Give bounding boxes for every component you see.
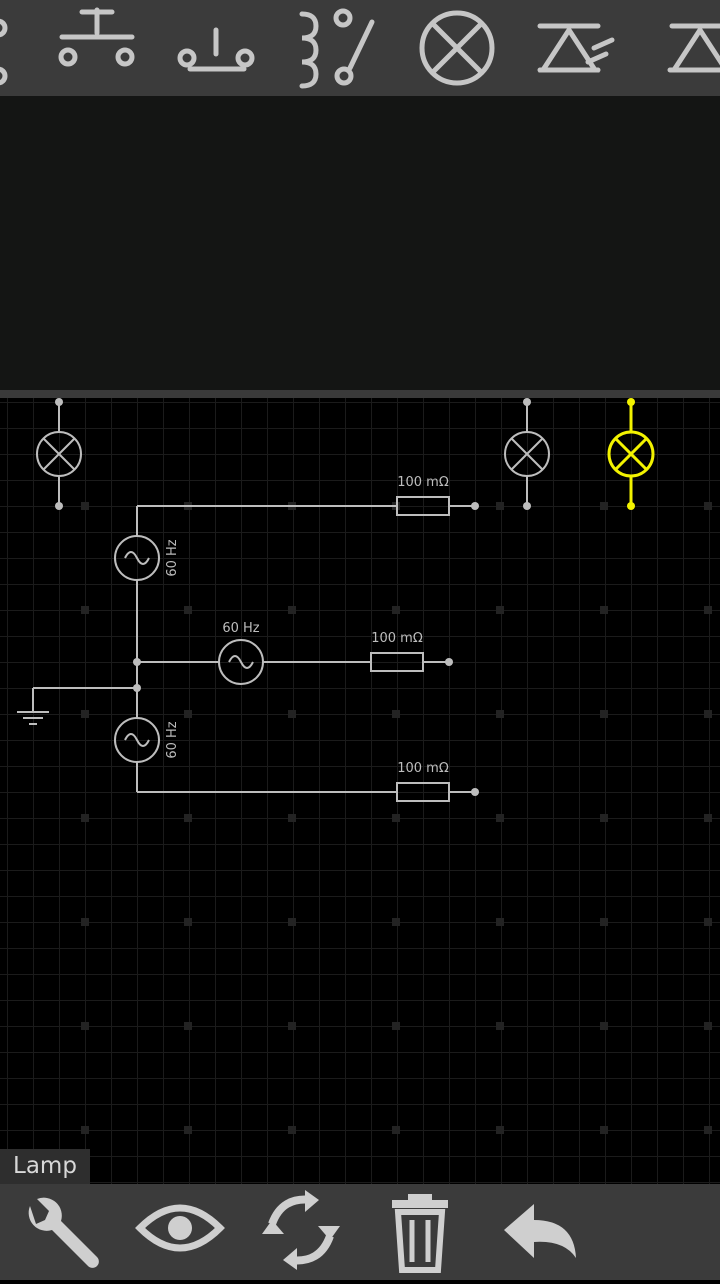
resistor-top[interactable]	[396, 496, 450, 516]
action-toolbar	[0, 1184, 720, 1280]
rotate-icon[interactable]	[262, 1190, 340, 1270]
wrench-icon[interactable]	[28, 1197, 99, 1268]
push-button-nc-icon[interactable]	[177, 27, 255, 72]
grid-dots	[81, 502, 712, 1134]
ac-source-top[interactable]	[114, 535, 160, 581]
push-button-partial-icon[interactable]	[0, 18, 8, 86]
lamp-selected[interactable]	[607, 398, 655, 510]
resistor-bottom-label: 100 mΩ	[397, 761, 449, 776]
diode-icon[interactable]	[667, 23, 720, 73]
ac-source-bottom[interactable]	[114, 717, 160, 763]
push-button-no-icon[interactable]	[58, 7, 135, 67]
eye-icon[interactable]	[135, 1204, 225, 1252]
ac-source-middle[interactable]	[218, 639, 264, 685]
resistor-middle[interactable]	[370, 652, 424, 672]
source-top-label: 60 Hz	[165, 539, 180, 576]
circuit-drawing: 100 mΩ 100 mΩ 100 mΩ 60 Hz 60 Hz 60 Hz	[17, 398, 712, 1134]
resistor-top-label: 100 mΩ	[397, 475, 449, 490]
toolbar-icons	[0, 7, 720, 89]
resistor-bottom[interactable]	[396, 782, 450, 802]
lamp-right[interactable]	[504, 398, 550, 510]
undo-icon[interactable]	[504, 1204, 576, 1258]
relay-icon[interactable]	[299, 8, 375, 89]
lamp-icon[interactable]	[419, 10, 495, 86]
circuit-canvas[interactable]: 100 mΩ 100 mΩ 100 mΩ 60 Hz 60 Hz 60 Hz	[0, 398, 720, 1184]
resistor-middle-label: 100 mΩ	[371, 631, 423, 646]
source-middle-label: 60 Hz	[222, 621, 259, 636]
mode-label: Lamp	[0, 1149, 90, 1184]
trash-icon[interactable]	[392, 1194, 448, 1273]
ground[interactable]	[17, 662, 141, 725]
wire-top-branch	[136, 502, 479, 536]
lamp-left[interactable]	[36, 398, 82, 510]
source-bottom-label: 60 Hz	[165, 721, 180, 758]
component-toolbar	[0, 0, 720, 97]
info-panel	[0, 96, 720, 398]
led-icon[interactable]	[537, 23, 615, 73]
action-icons	[28, 1190, 576, 1273]
